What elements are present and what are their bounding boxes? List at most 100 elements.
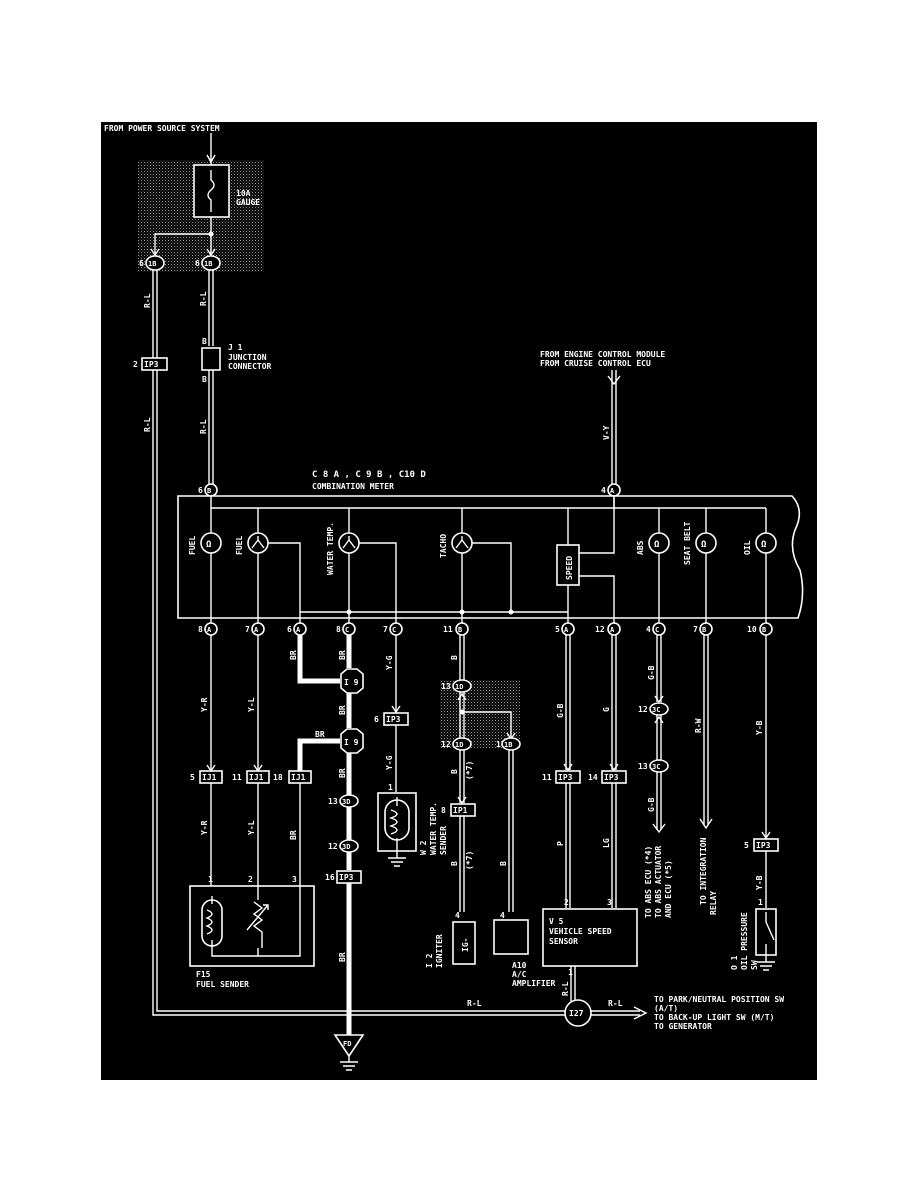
junction-1d-shade [440, 680, 520, 748]
wire-rw: R-W [694, 718, 703, 733]
wire-br-4: BR [315, 730, 325, 739]
connector-1d-a: 1D [455, 683, 463, 691]
gauge-fuel-warning: Ω [200, 508, 222, 623]
wire-gb-2: G-B [647, 665, 656, 680]
pin-ip1: 8 [441, 806, 446, 815]
gauge-oil: Ω [755, 508, 777, 623]
pin-fs1: 1 [208, 875, 213, 884]
pin-1b-c: 1 [496, 740, 501, 749]
water-sender-name: WATER TEMP. [429, 802, 438, 855]
connector-1b-left: 1B [148, 260, 156, 268]
wire-rl-3: R-L [143, 417, 152, 432]
wire-gb-3: G-B [647, 797, 656, 812]
gauge-label-abs: ABS [636, 540, 645, 555]
gauge-label-seatbelt: SEAT BELT [683, 521, 692, 565]
wire-yl-1: Y-L [247, 697, 256, 712]
svg-text:B: B [762, 626, 766, 634]
gauge-label-fuel: FUEL [235, 536, 244, 555]
water-sender-name2: SENDER [439, 826, 448, 855]
ac-amp-name2: AMPLIFIER [512, 979, 556, 988]
pin-ip3-spd1: 11 [542, 773, 552, 782]
pin-vss3: 3 [607, 898, 612, 907]
fuse-symbol [207, 170, 215, 212]
svg-text:A: A [207, 626, 212, 634]
water-sender-id: W 2 [419, 840, 428, 855]
igniter-inner: IG- [461, 938, 470, 952]
svg-text:A: A [296, 626, 301, 634]
svg-text:7: 7 [383, 625, 388, 634]
svg-text:Ω: Ω [701, 540, 707, 550]
connector-3c-a: 3C [652, 706, 660, 714]
wire-br-6: BR [338, 952, 347, 962]
junction-name2: CONNECTOR [228, 362, 272, 371]
svg-text:C: C [392, 626, 396, 634]
pin-oil1: 1 [758, 898, 763, 907]
gauge-label-speed: SPEED [565, 556, 574, 580]
pin-ws1: 1 [388, 783, 393, 792]
gauge-label-tacho: TACHO [439, 534, 448, 558]
wire-rl-2: R-L [199, 291, 208, 306]
svg-text:Ω: Ω [206, 540, 212, 550]
gauge-label-fuel-warn: FUEL [188, 536, 197, 555]
gauge-seat-belt: Ω [695, 508, 717, 623]
from-cruise-label: FROM CRUISE CONTROL ECU [540, 359, 651, 368]
svg-text:8: 8 [198, 625, 203, 634]
ground-fd-symbol [333, 1034, 365, 1058]
wire-yb-1: Y-B [755, 720, 764, 735]
ac-amp-name: A/C [512, 970, 527, 979]
abs-to-1: TO ABS ECU (*4) [644, 846, 653, 918]
pin-fs2: 2 [248, 875, 253, 884]
oil-name: OIL PRESSURE [740, 912, 749, 970]
wire-br-2: BR [338, 650, 347, 660]
fuel-sender-id: F15 [196, 970, 211, 979]
pin-2: 2 [133, 360, 138, 369]
meter-top-a: A [610, 487, 615, 495]
svg-text:Ω: Ω [761, 540, 767, 550]
pin-ip3-gnd: 16 [325, 873, 335, 882]
connector-ip3-wt: IP3 [386, 715, 401, 724]
svg-text:4: 4 [646, 625, 651, 634]
connector-i9-b: I 9 [344, 738, 359, 747]
svg-text:8: 8 [336, 625, 341, 634]
pin-3d-b: 12 [328, 842, 338, 851]
gauge-label-water: WATER TEMP. [326, 522, 335, 575]
wire-lg: LG [602, 838, 611, 848]
fuel-sender-name: FUEL SENDER [196, 980, 249, 989]
junction-id: J 1 [228, 343, 243, 352]
pin-ip3-spd2: 14 [588, 773, 598, 782]
junction-name: JUNCTION [228, 353, 267, 362]
connector-1d-b: 1D [455, 741, 463, 749]
svg-text:12: 12 [595, 625, 605, 634]
connector-ip3-spd2: IP3 [604, 773, 619, 782]
wire-br-3: BR [338, 705, 347, 715]
svg-text:C: C [655, 626, 659, 634]
wire-yg-2: Y-G [385, 755, 394, 770]
connector-3d-b: 3D [342, 843, 350, 851]
wire-rl-7: R-L [608, 999, 623, 1008]
svg-text:A: A [254, 626, 259, 634]
wire-rl-1: R-L [143, 293, 152, 308]
svg-text:10: 10 [747, 625, 757, 634]
svg-text:B: B [702, 626, 706, 634]
wire-p: P [556, 841, 565, 846]
gauge-fuel [247, 508, 301, 623]
meter-top-b: B [207, 487, 211, 495]
combination-meter-box [177, 495, 804, 619]
wire-b-4: B [450, 769, 459, 774]
vehicle-speed-sensor-box [542, 908, 638, 967]
abs-to-2: TO ABS ACTUATOR [654, 846, 663, 918]
igniter-id: I 2 [425, 953, 434, 968]
gauge-speed [556, 496, 615, 623]
gauge-water-temp [338, 508, 397, 623]
wire-rl-4: R-L [199, 419, 208, 434]
vss-id: V 5 [549, 917, 564, 926]
svg-text:Ω: Ω [654, 540, 660, 550]
gauge-label-oil: OIL [743, 540, 752, 555]
meter-name: COMBINATION METER [312, 482, 394, 491]
vss-name: VEHICLE SPEED [549, 927, 612, 936]
oil-id: O 1 [730, 955, 739, 970]
pin-6-right: 6 [195, 259, 200, 268]
integration-to-2: RELAY [709, 891, 718, 915]
wire-b-6: B [499, 861, 508, 866]
pin-meter-4: 4 [601, 486, 606, 495]
